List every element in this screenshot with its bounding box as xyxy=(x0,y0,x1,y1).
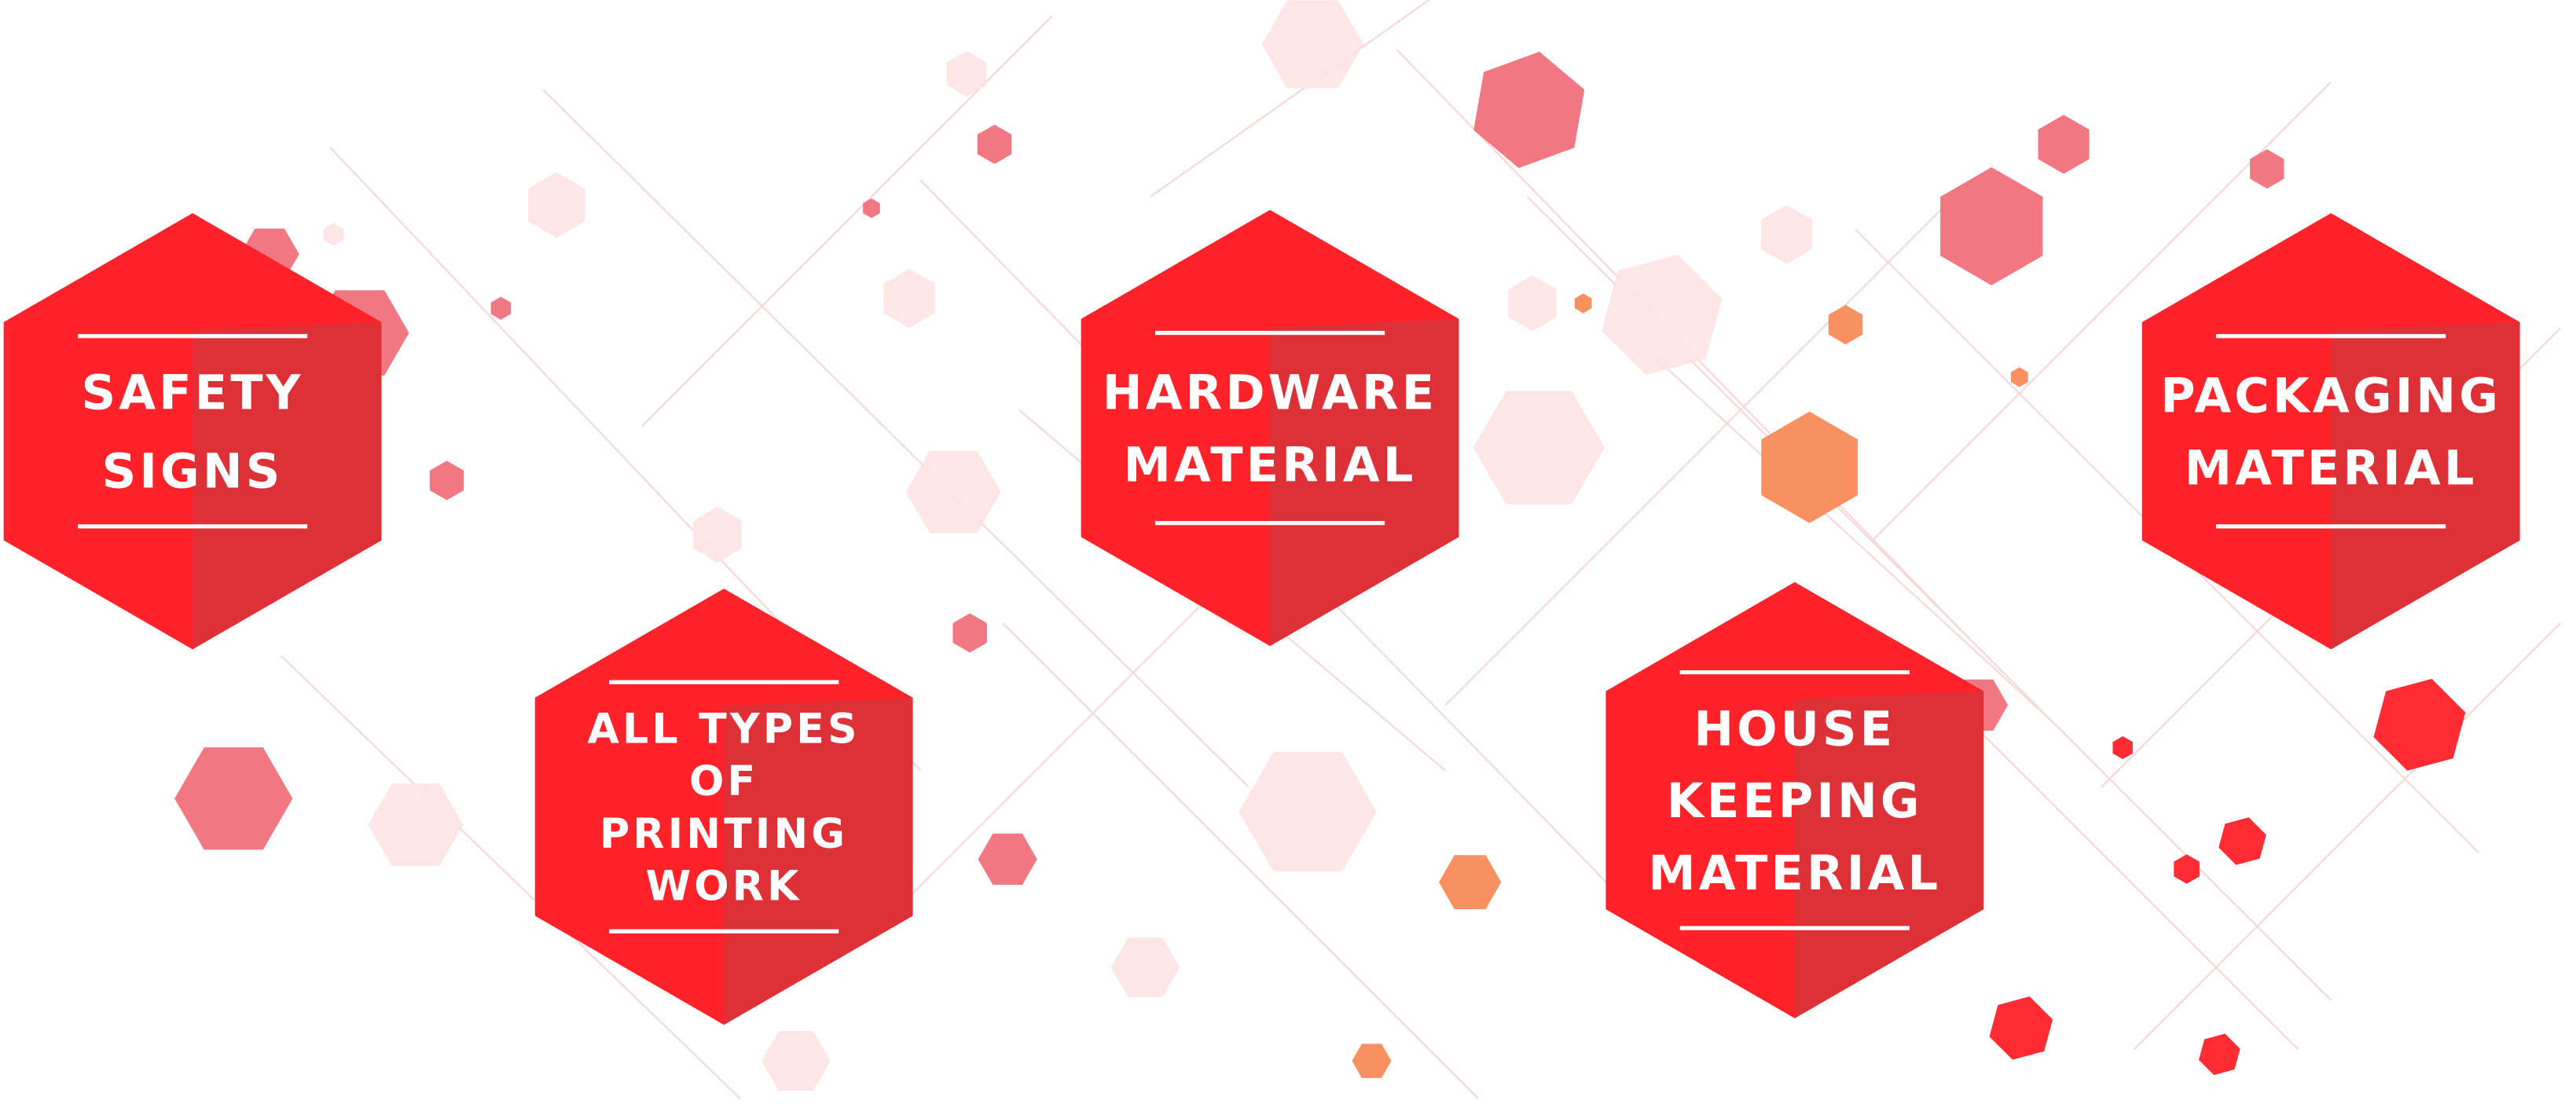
decorative-hexagon xyxy=(1473,51,1585,168)
category-packaging-material[interactable]: PACKAGING MATERIAL xyxy=(2141,213,2520,650)
background-line xyxy=(887,556,1249,919)
hexagon-shade xyxy=(1794,691,1984,1018)
decorative-hexagon xyxy=(1602,255,1723,376)
decorative-hexagon xyxy=(2218,817,2266,865)
hexagon-shade xyxy=(724,697,913,1025)
background-line xyxy=(641,16,1053,427)
decorative-hexagon xyxy=(1989,996,2053,1060)
decorative-hexagon xyxy=(1238,751,1377,871)
decorative-hexagon xyxy=(2373,678,2466,771)
background-line xyxy=(281,655,741,1099)
background-line xyxy=(542,90,1249,788)
decorative-hexagon xyxy=(429,460,464,501)
category-printing-work[interactable]: ALL TYPES OF PRINTING WORK xyxy=(534,589,913,1025)
decorative-hexagon xyxy=(1508,275,1557,332)
decorative-hexagon xyxy=(1574,293,1592,314)
background-line xyxy=(1150,0,1430,198)
decorative-hexagon xyxy=(1352,1043,1392,1078)
decorative-hexagon xyxy=(1761,411,1858,523)
decorative-hexagon xyxy=(2010,367,2028,387)
decorative-hexagon xyxy=(490,296,512,320)
decorative-hexagon xyxy=(323,222,344,247)
category-safety-signs[interactable]: SAFETY SIGNS xyxy=(3,213,382,650)
category-label-line-1: HOUSE xyxy=(1693,702,1895,757)
decorative-hexagon xyxy=(2112,735,2133,760)
category-label-line-3: PRINTING xyxy=(600,811,848,858)
decorative-hexagon xyxy=(883,269,935,328)
hexagon-shade xyxy=(1270,318,1459,647)
decorative-hexagon xyxy=(693,506,742,563)
decorative-hexagon xyxy=(761,1031,831,1091)
decorative-hexagon xyxy=(2250,149,2284,189)
category-label-line-1: ALL TYPES xyxy=(587,706,860,753)
decorative-hexagon xyxy=(863,198,880,218)
category-label-line-1: HARDWARE xyxy=(1103,366,1437,421)
background-line xyxy=(2134,622,2562,1051)
background-line xyxy=(1657,360,2053,722)
category-label-line-2: KEEPING xyxy=(1667,774,1923,829)
category-hardware-material[interactable]: HARDWARE MATERIAL xyxy=(1081,210,1459,647)
category-label-line-3: MATERIAL xyxy=(1648,846,1941,901)
category-label-line-2: MATERIAL xyxy=(1124,438,1417,493)
decorative-hexagon xyxy=(174,747,293,850)
decorative-hexagon xyxy=(528,172,585,238)
category-label-line-2: OF xyxy=(689,758,758,805)
background-line xyxy=(1444,196,1954,706)
decorative-hexagon xyxy=(1828,305,1863,345)
category-label-line-2: MATERIAL xyxy=(2185,442,2478,497)
decorative-hexagon xyxy=(368,783,464,867)
decorative-hexagon xyxy=(1760,204,1812,264)
decorative-hexagon xyxy=(1473,391,1605,504)
decorative-hexagon xyxy=(1110,937,1180,998)
background-line xyxy=(1002,622,1479,1099)
decorative-hexagon xyxy=(2038,115,2090,174)
category-label-line-1: PACKAGING xyxy=(2160,369,2501,424)
category-house-keeping-material[interactable]: HOUSE KEEPING MATERIAL xyxy=(1605,581,1984,1018)
decorative-hexagon xyxy=(977,124,1012,164)
decorative-hexagon xyxy=(946,50,987,97)
decorative-hexagon xyxy=(2174,854,2200,884)
hexagon-shade xyxy=(2331,322,2520,650)
hexagon-shade xyxy=(193,322,382,650)
decorative-hexagon xyxy=(1940,167,2043,286)
category-label-line-1: SAFETY xyxy=(81,366,303,421)
decorative-hexagon xyxy=(978,833,1037,886)
decorative-hexagon xyxy=(905,450,1001,534)
background-line xyxy=(1936,688,2299,1051)
decorative-hexagon xyxy=(2198,1033,2240,1076)
category-label-line-4: WORK xyxy=(646,864,802,911)
decorative-hexagon xyxy=(952,613,987,653)
decorative-hexagon xyxy=(1261,0,1363,89)
background-hexagons xyxy=(174,0,2466,1091)
category-label-line-2: SIGNS xyxy=(102,445,284,500)
decorative-hexagon xyxy=(1438,855,1502,910)
